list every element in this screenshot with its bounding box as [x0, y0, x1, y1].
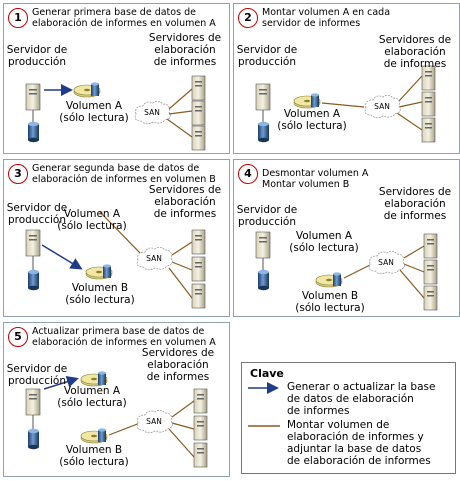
generate-arrow — [43, 375, 79, 390]
volume-a-label: Volumen A (sólo lectura) — [57, 385, 127, 409]
report-server-icon — [191, 283, 206, 309]
san-label: SAN — [378, 258, 394, 267]
production-server-label: Servidor de producción — [236, 204, 298, 228]
step-1-diagram — [25, 75, 206, 151]
report-server-icon — [423, 285, 438, 311]
step-2-panel: 2 Montar volumen A en cada servidor de i… — [233, 3, 460, 154]
mount-lines — [99, 211, 193, 299]
legend-item-generate: Generar o actualizar la base de datos de… — [287, 381, 436, 417]
report-server-icon — [423, 259, 438, 285]
report-server-icon — [191, 75, 206, 101]
volume-a-label: Volumen A (sólo lectura) — [289, 230, 359, 254]
report-servers-label: Servidores de elaboración de informes — [141, 347, 215, 383]
step-number-badge: 4 — [238, 164, 258, 184]
san-label: SAN — [144, 108, 160, 117]
step-number-badge: 1 — [8, 8, 28, 28]
volume-b-label: Volumen B (sólo lectura) — [65, 282, 135, 306]
production-server-label: Servidor de producción — [6, 202, 68, 226]
step-title: Desmontar volumen A Montar volumen B — [262, 168, 369, 190]
report-server-icon — [193, 442, 208, 468]
mount-lines — [108, 400, 195, 458]
production-server-icon — [25, 388, 41, 416]
step-title: Generar segunda base de datos de elabora… — [32, 163, 216, 185]
database-cylinder-icon — [28, 269, 39, 291]
step-number-badge: 5 — [8, 327, 28, 347]
san-cloud — [136, 409, 173, 434]
san-cloud — [136, 246, 173, 271]
step-1-panel: 1 Generar primera base de datos de elabo… — [3, 3, 230, 154]
database-cylinder-icon — [28, 428, 39, 450]
step-number-badge: 2 — [238, 8, 258, 28]
step-number-badge: 3 — [8, 164, 28, 184]
step-4-diagram — [255, 231, 438, 311]
volume-b-label: Volumen B (sólo lectura) — [295, 290, 365, 314]
database-cylinder-icon — [258, 269, 269, 291]
report-server-icon — [191, 125, 206, 151]
mount-lines — [343, 245, 425, 299]
mount-lines — [321, 75, 423, 131]
volume-a-disk-icon — [73, 82, 101, 98]
report-servers-label: Servidores de elaboración de informes — [378, 186, 452, 222]
legend-box: Clave Generar o actualizar la base de da… — [241, 362, 456, 474]
step-4-panel: 4 Desmontar volumen A Montar volumen B S… — [233, 159, 460, 317]
database-cylinder-icon — [258, 121, 269, 143]
volume-a-label: Volumen A (sólo lectura) — [59, 100, 129, 124]
report-servers-label: Servidores de elaboración de informes — [148, 184, 222, 220]
report-server-icon — [193, 415, 208, 441]
volume-b-disk-icon — [80, 428, 108, 444]
step-title: Actualizar primera base de datos de elab… — [32, 326, 216, 348]
report-server-icon — [423, 233, 438, 259]
report-server-icon — [191, 229, 206, 255]
production-server-icon — [255, 231, 271, 259]
san-label: SAN — [374, 102, 390, 111]
legend-swatches — [248, 382, 280, 427]
production-server-icon — [255, 83, 271, 111]
san-cloud — [364, 94, 401, 119]
database-cylinder-icon — [28, 121, 39, 143]
volume-b-disk-icon — [85, 264, 113, 280]
production-server-label: Servidor de producción — [236, 44, 298, 68]
step-3-panel: 3 Generar segunda base de datos de elabo… — [3, 159, 230, 317]
production-server-label: Servidor de producción — [6, 363, 68, 387]
report-servers-label: Servidores de elaboración de informes — [378, 34, 452, 70]
volume-a-disk-icon — [293, 93, 321, 109]
report-server-icon — [421, 117, 436, 143]
step-3-diagram — [25, 211, 206, 309]
volume-b-disk-icon — [315, 272, 343, 288]
volume-a-disk-icon — [80, 371, 108, 387]
legend-item-mount: Montar volumen de elaboración de informe… — [287, 419, 431, 467]
step-5-diagram — [25, 371, 208, 468]
production-server-icon — [25, 229, 41, 257]
report-server-icon — [421, 91, 436, 117]
legend-title: Clave — [250, 367, 284, 380]
volume-a-label: Volumen A (sólo lectura) — [277, 108, 347, 132]
report-server-icon — [193, 388, 208, 414]
report-server-icon — [191, 256, 206, 282]
generate-arrow — [41, 244, 83, 270]
san-cloud — [134, 100, 171, 125]
production-server-icon — [25, 83, 41, 111]
volume-b-label: Volumen B (sólo lectura) — [59, 444, 129, 468]
san-label: SAN — [146, 417, 162, 426]
report-server-icon — [421, 65, 436, 91]
step-title: Montar volumen A en cada servidor de inf… — [262, 7, 391, 29]
step-2-diagram — [255, 65, 436, 143]
step-title: Generar primera base de datos de elabora… — [32, 7, 216, 29]
step-5-panel: 5 Actualizar primera base de datos de el… — [3, 322, 230, 477]
san-label: SAN — [146, 254, 162, 263]
report-server-icon — [191, 100, 206, 126]
san-cloud — [368, 250, 405, 275]
report-servers-label: Servidores de elaboración de informes — [148, 32, 222, 68]
production-server-label: Servidor de producción — [6, 44, 68, 68]
volume-a-label: Volumen A (sólo lectura) — [57, 208, 127, 232]
mount-lines — [166, 88, 193, 138]
